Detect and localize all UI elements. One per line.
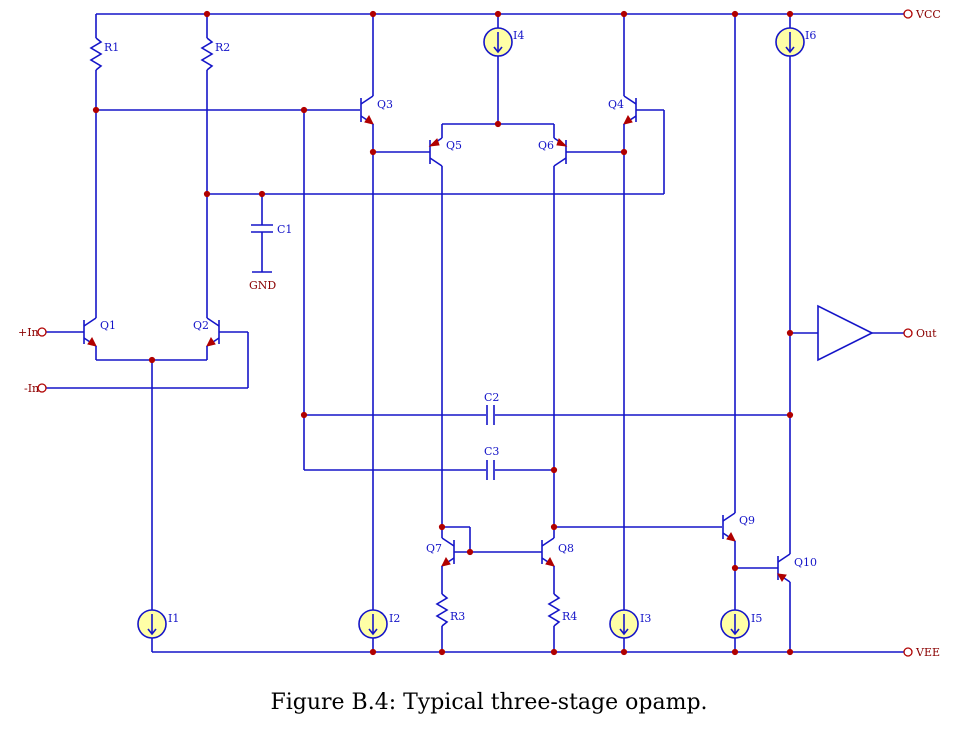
current-source-i3: I3 [609,609,651,652]
q10-label: Q10 [794,556,817,569]
vcc-terminal[interactable] [903,9,913,19]
transistor-q7: Q7 [426,537,542,594]
q6-label: Q6 [538,139,554,152]
q7-label: Q7 [426,542,442,555]
q3-label: Q3 [377,98,393,111]
r4-label: R4 [562,610,577,623]
ground-symbol: GND [249,271,276,292]
transistor-q9: Q9 [722,14,755,610]
resistor-r2: R2 [200,14,230,194]
vcc-label: VCC [915,8,941,21]
transistor-q1: Q1 [46,317,116,360]
minus-in-port: -In [24,332,249,395]
transistor-q4: Q4 [608,14,665,610]
minus-in-terminal[interactable] [37,383,47,393]
resistor-r4: R4 [547,593,577,652]
r1-label: R1 [104,41,119,54]
vee-rail: VEE [152,646,940,659]
minus-in-label: -In [24,382,39,395]
transistor-q6: Q6 [538,124,624,538]
i6-label: I6 [805,29,816,42]
i2-label: I2 [389,612,400,625]
current-source-i5: I5 [720,609,762,652]
current-source-i6: I6 [775,14,816,554]
i4-label: I4 [513,29,524,42]
plus-in-terminal[interactable] [37,327,47,337]
transistor-q3: Q3 [360,14,393,610]
gnd-label: GND [249,279,276,292]
transistor-q8: Q8 [541,537,574,594]
resistor-r1: R1 [89,14,119,110]
q5-label: Q5 [446,139,462,152]
i1-label: I1 [168,612,179,625]
plus-in-label: +In [18,326,39,339]
out-label: Out [916,327,937,340]
transistor-q5: Q5 [373,124,462,538]
current-source-i1: I1 [137,609,179,652]
r3-label: R3 [450,610,465,623]
output-buffer: Out [790,304,937,362]
r2-label: R2 [215,41,230,54]
capacitor-c3: C3 [304,445,554,480]
q1-label: Q1 [100,319,116,332]
vee-terminal[interactable] [903,647,913,657]
vcc-rail: VCC [96,8,941,21]
plus-in-port: +In [18,326,47,339]
c1-label: C1 [277,223,292,236]
junction-dots [92,10,794,656]
capacitor-c2: C2 [304,391,790,425]
out-terminal[interactable] [903,328,913,338]
transistor-q2: Q2 [193,317,248,360]
vee-label: VEE [915,646,940,659]
transistor-q10: Q10 [777,553,817,652]
q8-label: Q8 [558,542,574,555]
resistor-r3: R3 [435,593,465,652]
current-source-i4: I4 [483,14,524,124]
q9-label: Q9 [739,514,755,527]
i5-label: I5 [751,612,762,625]
c3-label: C3 [484,445,499,458]
q2-label: Q2 [193,319,209,332]
capacitor-c1: C1 [251,194,292,272]
c2-label: C2 [484,391,499,404]
q4-label: Q4 [608,98,624,111]
figure-caption: Figure B.4: Typical three-stage opamp. [270,690,708,715]
current-source-i2: I2 [358,609,400,652]
i3-label: I3 [640,612,651,625]
